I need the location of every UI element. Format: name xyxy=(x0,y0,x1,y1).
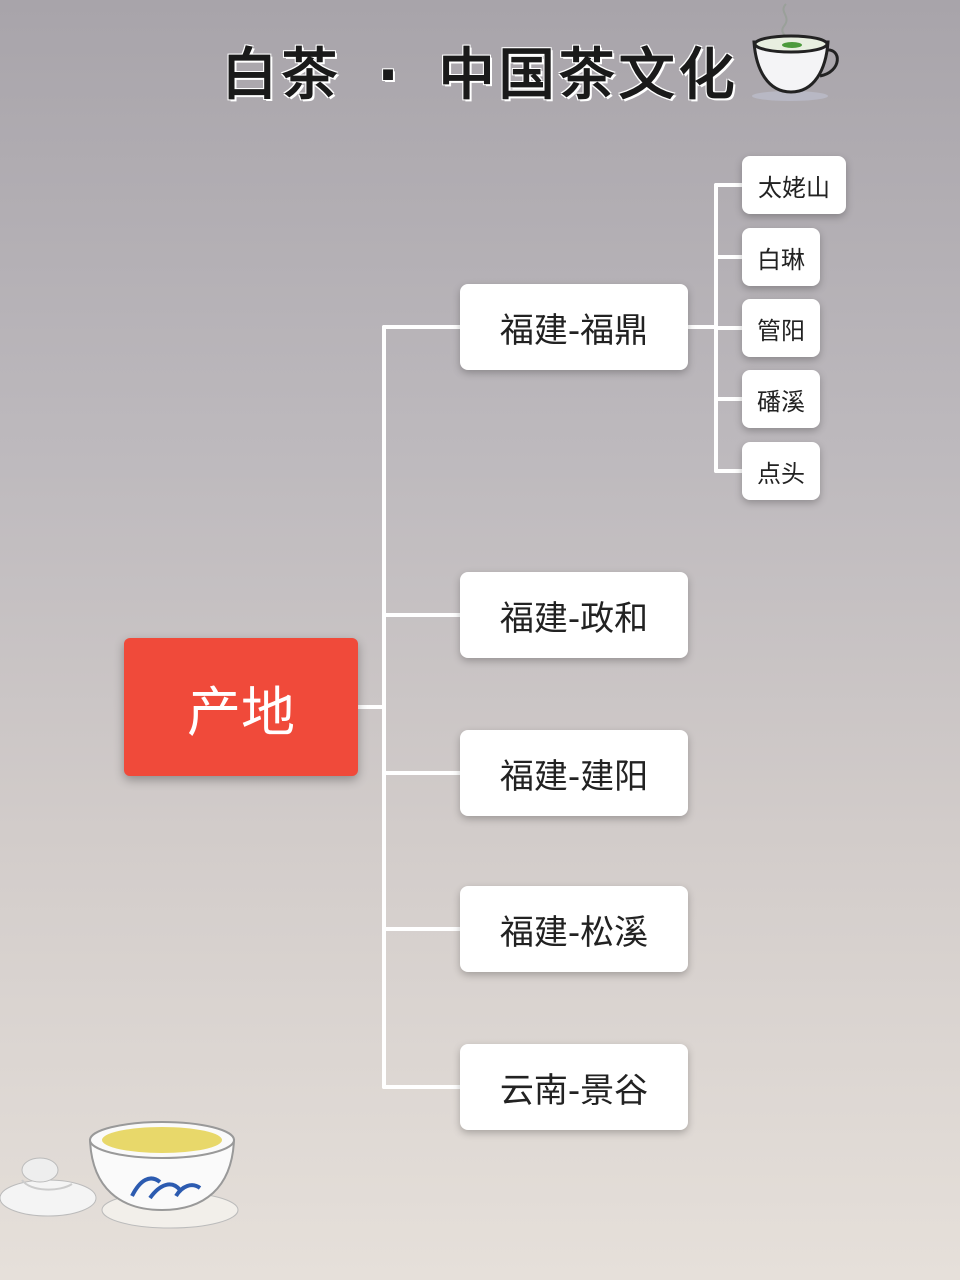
region-node: 福建-福鼎 xyxy=(460,284,688,370)
subregion-node: 点头 xyxy=(742,442,820,500)
gaiwan-icon xyxy=(0,1121,239,1229)
teacup-icon xyxy=(752,3,839,101)
title-part2: 中国茶文化 xyxy=(438,43,739,108)
title-part1: 白茶 xyxy=(221,43,342,108)
region-node: 福建-建阳 xyxy=(460,730,688,816)
region-node: 云南-景谷 xyxy=(460,1044,688,1130)
subregion-node: 磻溪 xyxy=(742,370,820,428)
page-title: 白茶 · 中国茶文化 xyxy=(0,30,960,111)
subregion-node: 太姥山 xyxy=(742,156,846,214)
region-node: 福建-松溪 xyxy=(460,886,688,972)
subregion-node: 管阳 xyxy=(742,299,820,357)
region-node: 福建-政和 xyxy=(460,572,688,658)
subregion-node: 白琳 xyxy=(742,228,820,286)
title-separator: · xyxy=(377,43,403,108)
root-node: 产地 xyxy=(124,638,358,776)
